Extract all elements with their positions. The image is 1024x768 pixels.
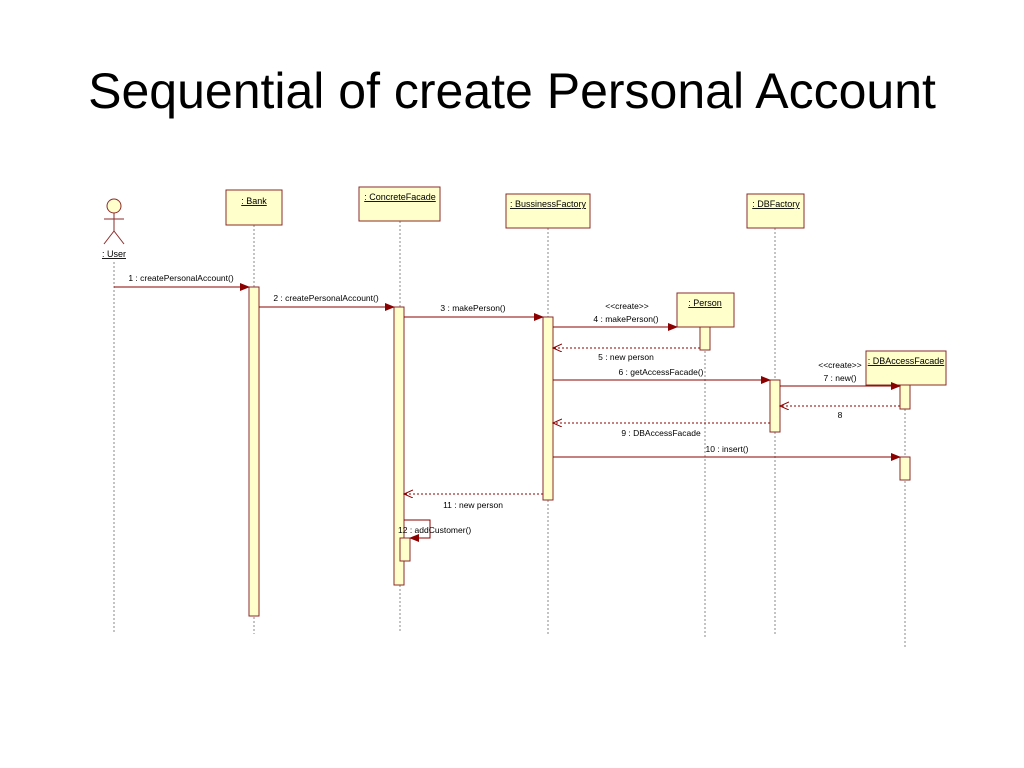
activation-dbfactory bbox=[769, 379, 781, 433]
lifeline-label-bank: : Bank bbox=[241, 196, 267, 206]
stereotype-create-dbaccess: <<create>> bbox=[818, 360, 862, 370]
actor-leg-right bbox=[113, 230, 125, 245]
lifeline-boxes: : Bank : ConcreteFacade : BussinessFacto… bbox=[225, 186, 947, 386]
activation-bars bbox=[248, 286, 911, 617]
lifeline-label-bfactory: : BussinessFactory bbox=[510, 199, 587, 209]
message-5: 5 : new person bbox=[553, 348, 700, 362]
activation-facade bbox=[393, 306, 405, 586]
activation-person bbox=[699, 326, 711, 351]
actor-user: : User bbox=[102, 198, 126, 259]
message-label-8: 8 bbox=[838, 410, 843, 420]
actor-leg-left bbox=[103, 230, 115, 245]
message-label-3: 3 : makePerson() bbox=[440, 303, 505, 313]
lifeline-box-bank: : Bank bbox=[225, 189, 283, 226]
slide-title: Sequential of create Personal Account bbox=[88, 63, 936, 119]
activation-dbaccess-insert bbox=[899, 456, 911, 481]
message-1: 1 : createPersonalAccount() bbox=[114, 273, 250, 291]
message-6: 6 : getAccessFacade() bbox=[553, 367, 771, 384]
message-label-11: 11 : new person bbox=[443, 500, 503, 510]
lifelines bbox=[113, 221, 906, 648]
message-8: 8 bbox=[780, 406, 900, 420]
lifeline-label-facade: : ConcreteFacade bbox=[364, 192, 436, 202]
message-10: 10 : insert() bbox=[553, 444, 901, 461]
message-7: <<create>> 7 : new() bbox=[780, 360, 901, 390]
lifeline-label-dbaccess: : DBAccessFacade bbox=[868, 356, 945, 366]
message-label-2: 2 : createPersonalAccount() bbox=[273, 293, 379, 303]
activation-bank bbox=[248, 286, 260, 617]
message-4: <<create>> 4 : makePerson() bbox=[553, 301, 678, 331]
activation-dbaccess-new bbox=[899, 384, 911, 410]
lifeline-box-facade: : ConcreteFacade bbox=[358, 186, 441, 222]
stereotype-create-person: <<create>> bbox=[605, 301, 649, 311]
lifeline-box-dbaccess: : DBAccessFacade bbox=[865, 350, 947, 386]
message-3: 3 : makePerson() bbox=[404, 303, 544, 321]
message-11: 11 : new person bbox=[404, 494, 543, 510]
message-label-7: 7 : new() bbox=[823, 373, 856, 383]
message-label-1: 1 : createPersonalAccount() bbox=[128, 273, 234, 283]
message-label-9: 9 : DBAccessFacade bbox=[621, 428, 701, 438]
message-label-10: 10 : insert() bbox=[706, 444, 749, 454]
activation-facade-self bbox=[399, 537, 411, 562]
message-label-6: 6 : getAccessFacade() bbox=[618, 367, 703, 377]
lifeline-box-bfactory: : BussinessFactory bbox=[505, 193, 591, 229]
lifeline-label-person: : Person bbox=[688, 298, 722, 308]
lifeline-box-person: : Person bbox=[676, 292, 735, 328]
message-label-4: 4 : makePerson() bbox=[593, 314, 658, 324]
message-9: 9 : DBAccessFacade bbox=[553, 423, 770, 438]
actor-label: : User bbox=[102, 249, 126, 259]
lifeline-box-dbfactory: : DBFactory bbox=[746, 193, 805, 229]
activation-bfactory bbox=[542, 316, 554, 501]
message-12: 12 : addCustomer() bbox=[398, 519, 471, 542]
messages: 1 : createPersonalAccount() 2 : createPe… bbox=[114, 273, 901, 542]
message-label-5: 5 : new person bbox=[598, 352, 654, 362]
lifeline-label-dbfactory: : DBFactory bbox=[752, 199, 800, 209]
message-label-12: 12 : addCustomer() bbox=[398, 525, 471, 535]
actor-head bbox=[106, 198, 122, 214]
message-2: 2 : createPersonalAccount() bbox=[259, 293, 395, 311]
